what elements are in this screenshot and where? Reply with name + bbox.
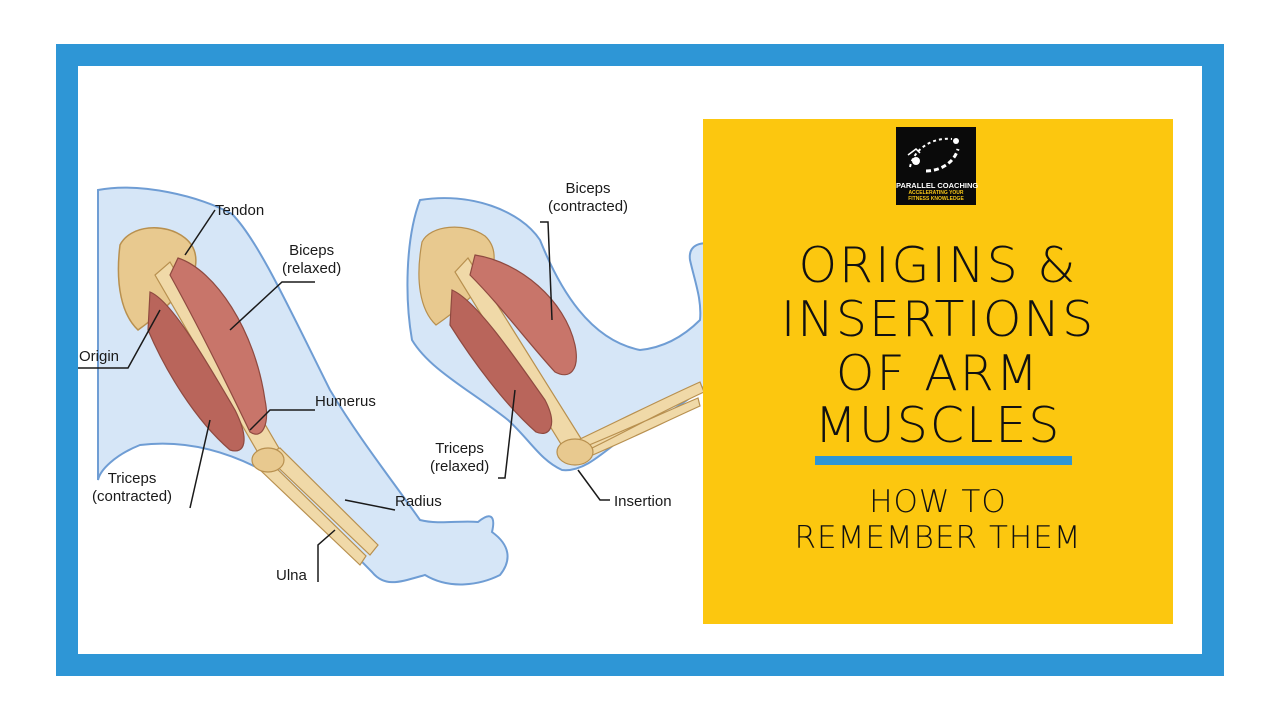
label-triceps-relaxed: Triceps (relaxed) bbox=[430, 440, 489, 476]
right-biceps-muscle bbox=[469, 254, 577, 376]
leader-radius bbox=[344, 499, 396, 511]
parallel-coaching-logo: PARALLEL COACHING ACCELERATING YOUR FITN… bbox=[896, 127, 979, 205]
label-triceps-contracted-line2: (contracted) bbox=[92, 488, 173, 505]
label-insertion: Insertion bbox=[614, 493, 672, 510]
logo-emblem-icon bbox=[907, 137, 960, 173]
leader-insertion bbox=[577, 469, 610, 501]
left-arm bbox=[78, 186, 509, 586]
subtitle-line-1: HOW TO bbox=[869, 484, 1007, 520]
leader-biceps-contracted bbox=[540, 221, 553, 321]
label-origin: Origin bbox=[79, 348, 120, 365]
label-biceps-contracted-line1: Biceps bbox=[565, 180, 611, 197]
title-line-1: ORIGINS & bbox=[798, 237, 1078, 294]
title-line-4: MUSCLES bbox=[814, 397, 1062, 454]
logo-tagline: ACCELERATING YOUR FITNESS KNOWLEDGE bbox=[896, 190, 976, 202]
left-biceps-muscle bbox=[169, 257, 268, 435]
logo-name: PARALLEL COACHING bbox=[896, 181, 979, 190]
title-line-3: OF ARM bbox=[835, 345, 1041, 402]
label-ulna: Ulna bbox=[276, 567, 307, 584]
label-triceps-contracted-line1: Triceps bbox=[107, 470, 157, 487]
label-biceps-relaxed-line2: (relaxed) bbox=[282, 260, 342, 277]
leader-triceps-relaxed bbox=[498, 389, 516, 479]
leader-origin bbox=[78, 309, 161, 369]
right-triceps-muscle bbox=[449, 289, 553, 434]
label-radius: Radius bbox=[395, 493, 442, 510]
subtitle-line-2: REMEMBER THEM bbox=[794, 520, 1082, 556]
leader-ulna bbox=[317, 529, 336, 582]
logo-tagline-line2: FITNESS KNOWLEDGE bbox=[908, 196, 964, 202]
leader-humerus bbox=[249, 409, 315, 431]
right-arm bbox=[406, 197, 752, 501]
label-triceps-contracted: Triceps (contracted) bbox=[92, 470, 172, 506]
leader-tendon bbox=[184, 209, 216, 256]
leader-biceps-relaxed bbox=[229, 281, 315, 331]
label-tendon: Tendon bbox=[215, 202, 265, 219]
label-biceps-relaxed-line1: Biceps bbox=[289, 242, 335, 259]
title-underline bbox=[815, 456, 1072, 465]
label-biceps-contracted-line2: (contracted) bbox=[548, 198, 629, 215]
right-elbow-joint bbox=[556, 438, 594, 466]
label-triceps-relaxed-line2: (relaxed) bbox=[430, 458, 490, 475]
label-biceps-relaxed: Biceps (relaxed) bbox=[282, 242, 341, 278]
logo-tagline-line1: ACCELERATING YOUR bbox=[908, 190, 964, 196]
label-humerus: Humerus bbox=[315, 393, 376, 410]
leader-triceps-contracted bbox=[189, 419, 211, 509]
left-triceps-muscle bbox=[147, 291, 245, 452]
label-triceps-relaxed-line1: Triceps bbox=[435, 440, 484, 457]
label-biceps-contracted: Biceps (contracted) bbox=[548, 180, 628, 216]
title-line-2: INSERTIONS bbox=[780, 291, 1096, 348]
left-elbow-joint bbox=[251, 447, 285, 473]
